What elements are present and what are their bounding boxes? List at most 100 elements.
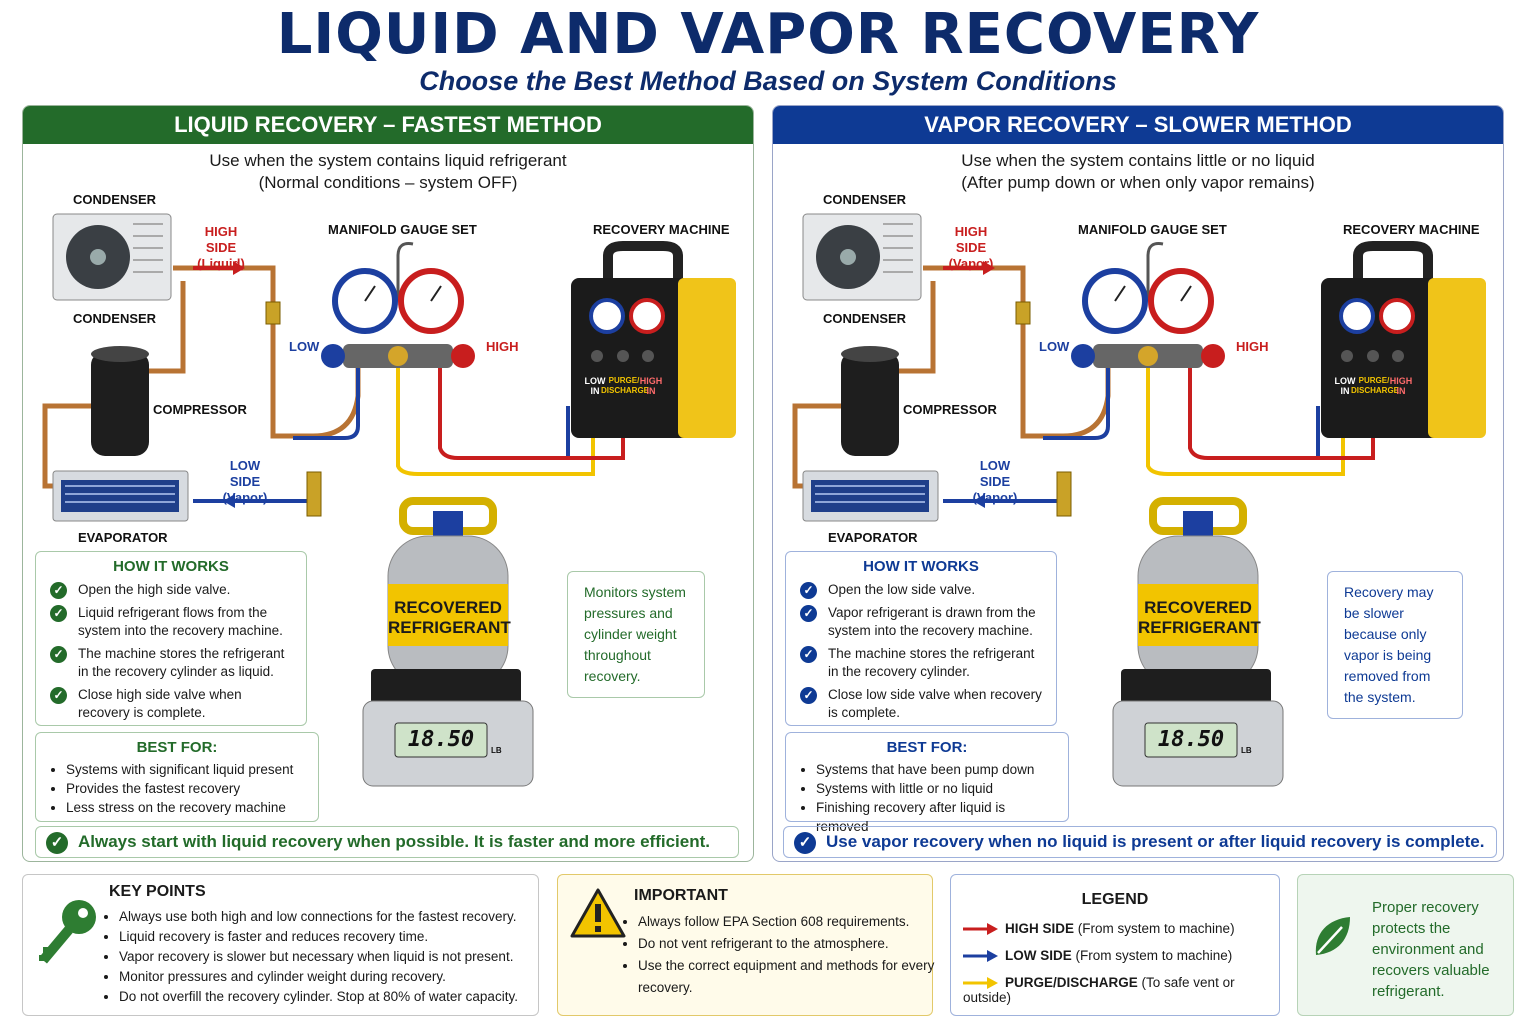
how-step-text: Close low side valve when recovery is co… (828, 687, 1042, 720)
warning-icon (570, 888, 626, 938)
vapor-machine-label: RECOVERY MACHINE (1343, 222, 1480, 237)
manifold-gauge-set (321, 242, 475, 368)
evaporator (802, 470, 939, 522)
how-step: ✓Vapor refrigerant is drawn from the sys… (798, 604, 1046, 640)
important-item: Do not vent refrigerant to the atmospher… (638, 933, 938, 955)
copper-line-comp-evap (792, 403, 843, 489)
liquid-use-line2: (Normal conditions – system OFF) (258, 173, 518, 192)
liquid-use-line1: Use when the system contains liquid refr… (209, 151, 567, 170)
best-item: Systems with little or no liquid (816, 779, 1058, 798)
low-side-valve (306, 471, 322, 517)
vapor-port-purge: PURGE/DISCHARGE (1351, 376, 1399, 396)
low-side-valve (1056, 471, 1072, 517)
copper-line-cond-comp (143, 281, 186, 374)
how-step-text: Open the high side valve. (78, 582, 231, 597)
key-point-item: Do not overfill the recovery cylinder. S… (119, 987, 518, 1007)
port-low-1: LOW (1334, 376, 1356, 386)
leaf-icon (1315, 917, 1350, 955)
vapor-manifold-high-label: HIGH (1236, 339, 1269, 354)
vapor-low-side-label: LOW SIDE (Vapor) (965, 458, 1025, 506)
liquid-compressor-label: COMPRESSOR (153, 402, 247, 417)
low-side-arrowhead (973, 494, 985, 508)
low-side-text: LOW SIDE (229, 458, 261, 489)
how-step: ✓The machine stores the refrigerant in t… (798, 645, 1046, 681)
cylinder-label-2: REFRIGERANT (1138, 618, 1261, 637)
key-points-title: KEY POINTS (109, 883, 206, 900)
high-side-state: (Vapor) (948, 256, 994, 271)
best-item: Provides the fastest recovery (66, 779, 308, 798)
vapor-scale-unit: LB (1241, 746, 1252, 755)
liquid-port-purge: PURGE/DISCHARGE (601, 376, 649, 396)
liquid-low-side-label: LOW SIDE (Vapor) (215, 458, 275, 506)
liquid-high-side-label: HIGH SIDE (Liquid) (191, 224, 251, 272)
liquid-panel-heading: LIQUID RECOVERY – FASTEST METHOD (23, 106, 753, 144)
how-step-text: Close high side valve when recovery is c… (78, 687, 242, 720)
liquid-manifold-label: MANIFOLD GAUGE SET (328, 222, 477, 237)
liquid-recovery-panel: LIQUID RECOVERY – FASTEST METHOD Use whe… (22, 105, 754, 862)
how-step: ✓The machine stores the refrigerant in t… (48, 645, 296, 681)
port-high-2: IN (646, 386, 656, 396)
digital-scale (362, 669, 534, 787)
recovery-machine (1321, 241, 1486, 438)
liquid-how-it-works: HOW IT WORKS ✓Open the high side valve.✓… (35, 551, 307, 726)
vapor-compressor-label: COMPRESSOR (903, 402, 997, 417)
recovery-cylinder (1137, 497, 1259, 687)
eco-box: Proper recovery protects the environment… (1297, 874, 1514, 1016)
port-low-1: LOW (584, 376, 606, 386)
best-item: Systems with significant liquid present (66, 760, 308, 779)
key-icon (39, 900, 96, 964)
high-side-text: HIGH SIDE (204, 224, 238, 255)
vapor-cylinder-label: RECOVERED REFRIGERANT (1138, 598, 1261, 638)
legend-arrow-icon (963, 950, 998, 963)
liquid-best-title: BEST FOR: (136, 739, 218, 756)
legend-desc: (To safe vent or outside) (963, 975, 1235, 1006)
cylinder-label-2: REFRIGERANT (388, 618, 511, 637)
liquid-manifold-low-label: LOW (289, 339, 320, 354)
cylinder-label-1: RECOVERED (394, 598, 502, 617)
vapor-scale-reading: 18.50 (1157, 727, 1225, 752)
key-points-box: KEY POINTS Always use both high and low … (22, 874, 539, 1016)
low-hose (1043, 366, 1110, 440)
vapor-footer-tip: ✓Use vapor recovery when no liquid is pr… (783, 826, 1497, 858)
legend-row: HIGH SIDE (From system to machine) (963, 921, 1235, 936)
important-item: Always follow EPA Section 608 requiremen… (638, 911, 938, 933)
low-hose (293, 366, 360, 440)
copper-line-cond-comp (893, 281, 936, 374)
legend-arrow-icon (963, 977, 998, 990)
high-side-valve (265, 301, 281, 325)
legend-label: HIGH SIDE (1005, 921, 1075, 936)
condenser-unit (52, 213, 172, 301)
legend-label: PURGE/DISCHARGE (1005, 975, 1138, 990)
liquid-cylinder-label: RECOVERED REFRIGERANT (388, 598, 511, 638)
liquid-use-text: Use when the system contains liquid refr… (23, 150, 753, 194)
how-step: ✓Open the high side valve. (48, 581, 296, 599)
purge-hose (396, 368, 595, 476)
vapor-condenser-label: CONDENSER (823, 192, 907, 207)
port-low-2: IN (590, 386, 600, 396)
how-step-text: Vapor refrigerant is drawn from the syst… (828, 605, 1036, 638)
legend-title: LEGEND (1081, 891, 1149, 908)
cylinder-label-1: RECOVERED (1144, 598, 1252, 617)
evaporator (52, 470, 189, 522)
vapor-use-text: Use when the system contains little or n… (773, 150, 1503, 194)
how-step: ✓Close low side valve when recovery is c… (798, 686, 1046, 722)
legend-row: PURGE/DISCHARGE (To safe vent or outside… (963, 975, 1279, 1005)
high-side-valve (1015, 301, 1031, 325)
port-purge-1: PURGE/ (1358, 376, 1390, 385)
port-low-2: IN (1340, 386, 1350, 396)
digital-scale (1112, 669, 1284, 787)
condenser-unit (802, 213, 922, 301)
legend-row: LOW SIDE (From system to machine) (963, 948, 1232, 963)
vapor-condenser-label-2: CONDENSER (823, 311, 907, 326)
check-icon: ✓ (800, 582, 817, 599)
important-item: Use the correct equipment and methods fo… (638, 955, 938, 999)
port-high-2: IN (1396, 386, 1406, 396)
liquid-system-diagram (42, 213, 736, 787)
check-icon: ✓ (50, 605, 67, 622)
liquid-evaporator-label: EVAPORATOR (78, 530, 168, 545)
vapor-note: Recovery may be slower because only vapo… (1327, 571, 1463, 719)
liquid-scale-reading: 18.50 (407, 727, 475, 752)
best-item: Systems that have been pump down (816, 760, 1058, 779)
